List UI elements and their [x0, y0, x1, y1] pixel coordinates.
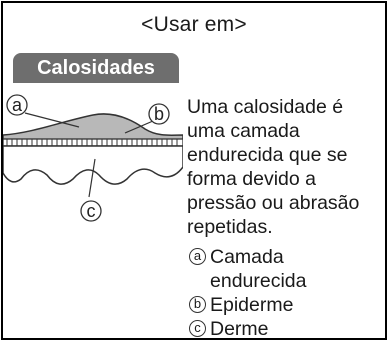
marker-c-label: c [87, 201, 96, 221]
callus-illustration: a b c [3, 94, 183, 222]
legend-item: c Derme [189, 317, 385, 341]
section-title-badge: Calosidades [13, 53, 179, 83]
callus-layer [3, 113, 183, 144]
legend-list: a Camada endurecida b Epiderme c Derme [189, 245, 385, 341]
legend-marker-b: b [189, 296, 206, 313]
marker-b-circle [148, 103, 170, 125]
callus-description: Uma calosidade é uma camada endurecida q… [187, 96, 360, 238]
legend-label: Camada endurecida [210, 246, 307, 292]
epidermis-band [3, 138, 183, 147]
marker-a-circle [6, 94, 28, 116]
legend-label: Derme [210, 318, 269, 340]
info-panel: <Usar em> Calosidades a b [1, 1, 387, 340]
dermis-wave [3, 145, 183, 185]
marker-a-label: a [12, 95, 23, 115]
legend-marker-a: a [189, 248, 206, 265]
legend-item: a Camada endurecida [189, 245, 385, 293]
legend-marker-c: c [189, 320, 206, 337]
marker-b-label: b [154, 104, 164, 124]
legend-label: Epiderme [210, 294, 294, 316]
marker-c-circle [80, 200, 102, 222]
legend-item: b Epiderme [189, 293, 385, 317]
panel-header: <Usar em> [141, 13, 247, 36]
